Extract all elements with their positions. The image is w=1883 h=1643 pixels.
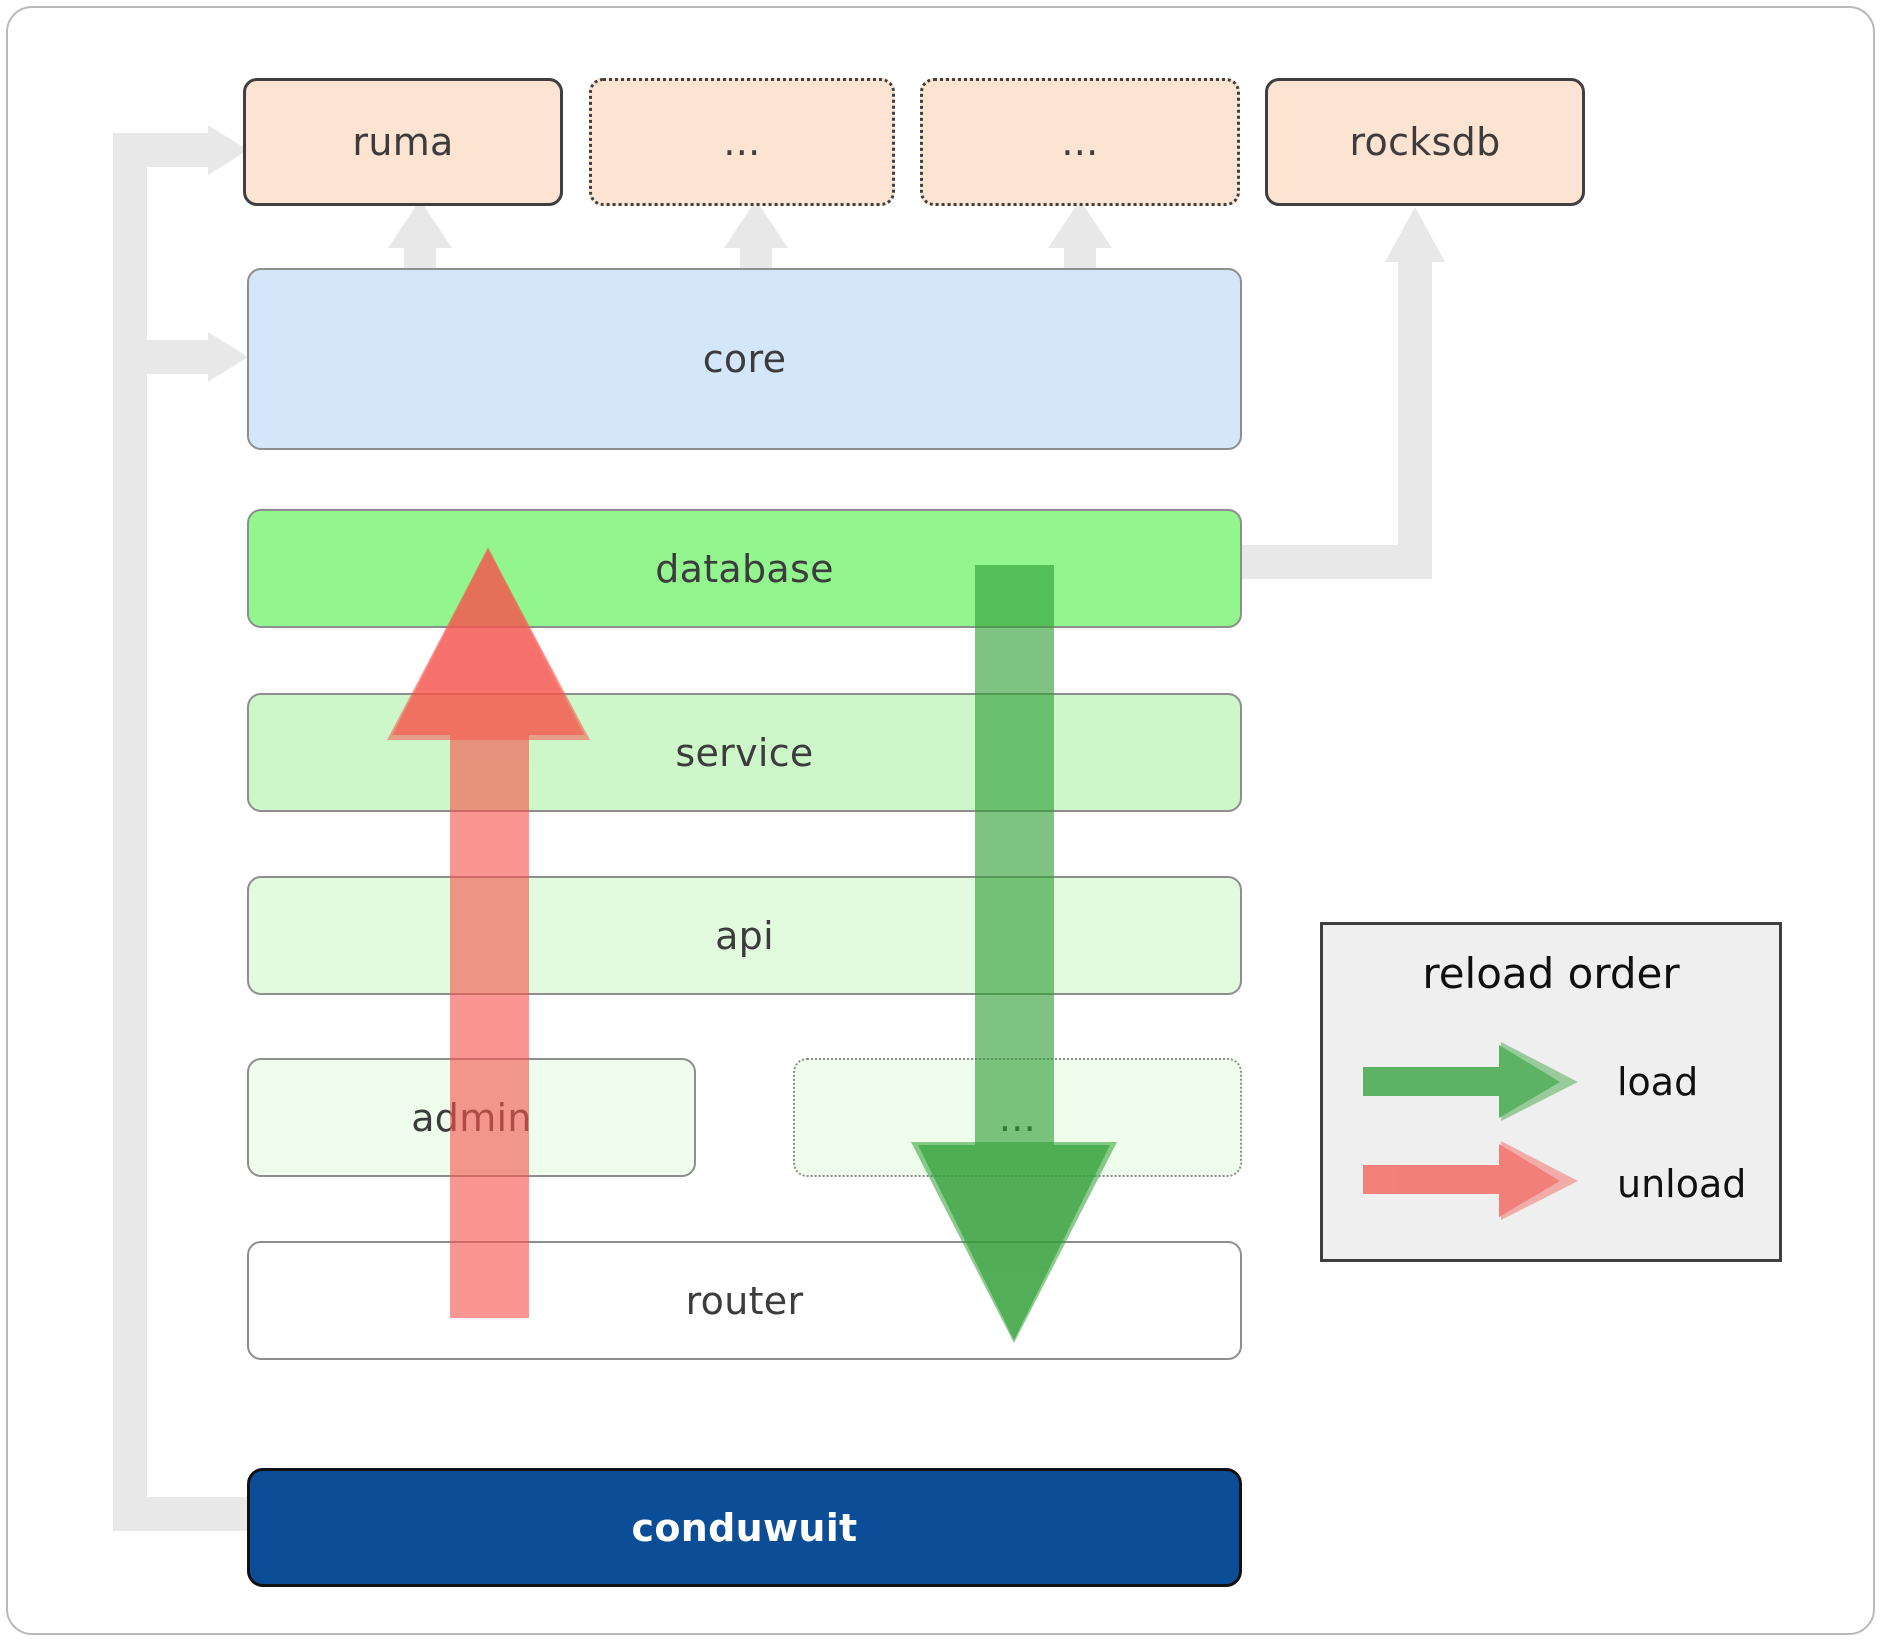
node-conduwuit-label: conduwuit: [631, 1505, 858, 1550]
node-conduwuit[interactable]: conduwuit: [247, 1468, 1242, 1587]
node-ellipsis-b-label: ...: [1061, 120, 1099, 164]
node-api[interactable]: api: [247, 876, 1242, 995]
node-rocksdb[interactable]: rocksdb: [1265, 78, 1585, 206]
legend-arrow-layer: [1363, 1042, 1578, 1220]
node-core-label: core: [702, 337, 787, 381]
node-ellipsis-a[interactable]: ...: [589, 78, 895, 206]
node-ruma[interactable]: ruma: [243, 78, 563, 206]
diagram-frame: [6, 6, 1875, 1635]
node-router-label: router: [685, 1278, 804, 1323]
node-service-label: service: [675, 730, 814, 775]
legend-label-unload: unload: [1617, 1162, 1747, 1206]
legend-unload-arrow: [1363, 1141, 1578, 1220]
node-ellipsis-a-label: ...: [723, 120, 761, 164]
node-ellipsis-b[interactable]: ...: [920, 78, 1240, 206]
legend-title: reload order: [1422, 949, 1680, 998]
node-admin-label: admin: [411, 1095, 532, 1140]
node-rocksdb-label: rocksdb: [1349, 120, 1501, 164]
node-api-label: api: [715, 913, 774, 958]
node-ellipsis-c[interactable]: ...: [793, 1058, 1242, 1177]
node-service[interactable]: service: [247, 693, 1242, 812]
node-ellipsis-c-label: ...: [998, 1095, 1037, 1140]
node-database-label: database: [655, 546, 834, 591]
node-admin[interactable]: admin: [247, 1058, 696, 1177]
node-database[interactable]: database: [247, 509, 1242, 628]
legend-panel: reload order load unload: [1320, 922, 1782, 1262]
legend-label-load: load: [1617, 1060, 1699, 1104]
legend-load-arrow: [1363, 1042, 1578, 1121]
node-router[interactable]: router: [247, 1241, 1242, 1360]
node-ruma-label: ruma: [352, 120, 454, 164]
node-core[interactable]: core: [247, 268, 1242, 450]
